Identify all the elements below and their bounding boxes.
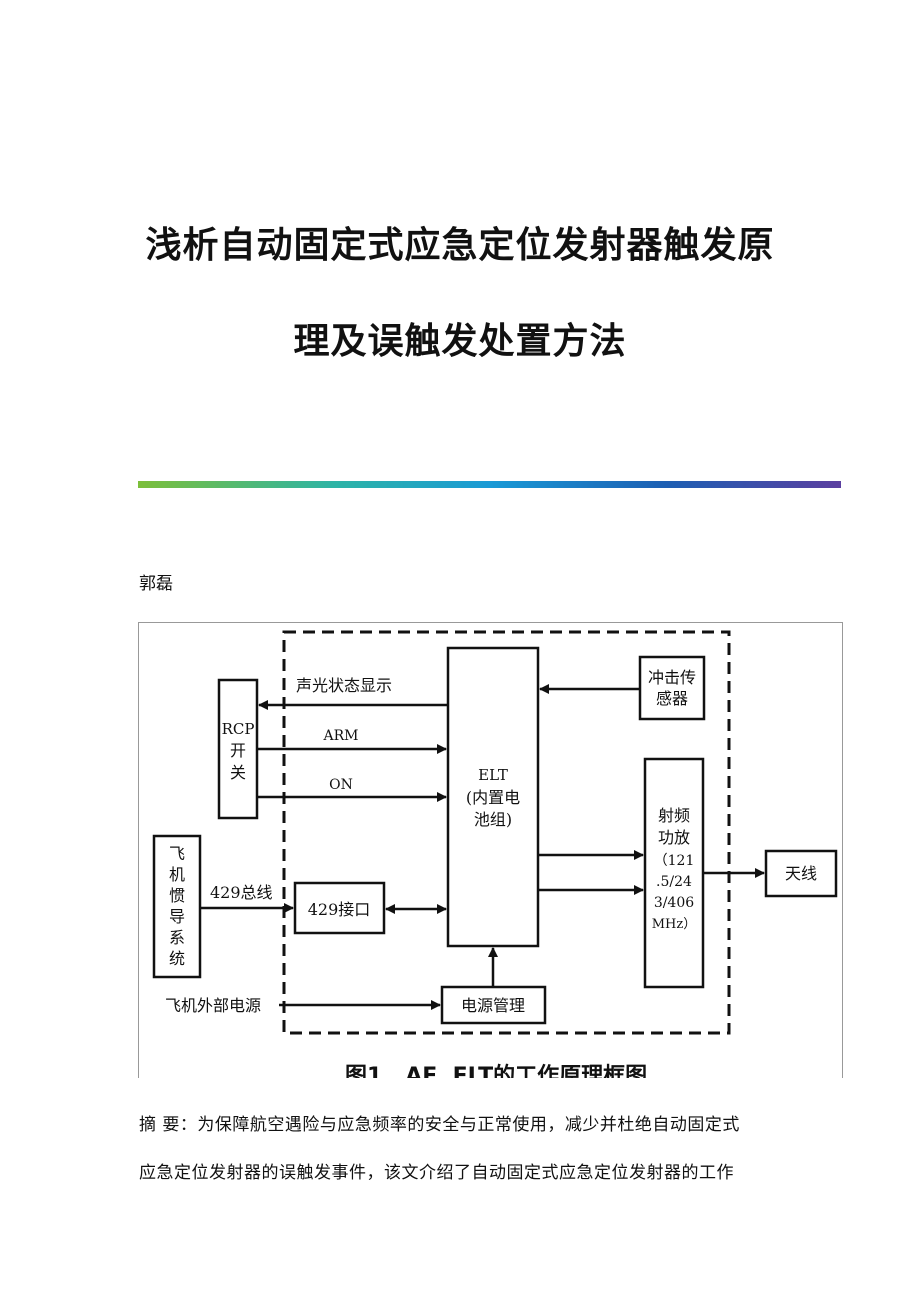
rf-amp-label-1: 射频 <box>658 806 690 825</box>
abstract-line-1: 摘 要：为保障航空遇险与应急频率的安全与正常使用，减少并杜绝自动固定式 <box>139 1115 740 1135</box>
rf-amp-label-2: 功放 <box>658 828 690 847</box>
interface-429-box <box>293 881 386 935</box>
rf-amp-label-6: MHz） <box>652 917 697 932</box>
ins-label-1: 飞 <box>169 844 185 863</box>
antenna-label: 天线 <box>785 864 817 883</box>
power-mgmt-label: 电源管理 <box>461 996 525 1015</box>
rf-amp-label-5: 3/406 <box>654 895 694 911</box>
rf-amp-box <box>643 757 705 989</box>
elt-dashed-boundary <box>282 630 731 1035</box>
elt-box <box>446 646 540 948</box>
bus-429-label: 429总线 <box>210 883 273 902</box>
antenna-box <box>764 849 838 898</box>
status-display-label: 声光状态显示 <box>296 676 392 695</box>
elt-label-2: (内置电 <box>466 788 520 807</box>
elt-label-1: ELT <box>478 766 508 784</box>
rf-amp-label-4: .5/24 <box>656 874 692 890</box>
gradient-divider <box>138 481 841 488</box>
ins-label-6: 统 <box>169 949 185 968</box>
ext-power-label: 飞机外部电源 <box>165 996 261 1015</box>
on-label: ON <box>329 777 353 793</box>
figure-caption: 图1 AF ELT的工作原理框图 <box>345 1063 647 1078</box>
shock-sensor-label-1: 冲击传 <box>648 668 696 687</box>
title-line-2: 理及误触发处置方法 <box>293 321 627 362</box>
arm-label: ARM <box>323 728 359 744</box>
elt-label-3: 池组) <box>474 810 512 829</box>
interface-429-label: 429接口 <box>308 900 371 919</box>
rf-amp-label-3: （121 <box>654 853 695 869</box>
ins-box <box>152 834 202 979</box>
ins-label-2: 机 <box>169 865 185 884</box>
ins-label-5: 系 <box>169 928 185 947</box>
author-name: 郭磊 <box>139 574 173 594</box>
rcp-label-2: 开 <box>230 741 246 760</box>
ins-label-4: 导 <box>169 907 185 926</box>
rcp-label-1: RCP <box>222 720 255 738</box>
ins-label-3: 惯 <box>169 886 185 905</box>
elt-block-diagram: RCP 开 关 声光状态显示 ARM ON ELT (内置电 池组) 冲击传 感… <box>138 622 843 1078</box>
shock-sensor-box <box>638 655 706 721</box>
shock-sensor-label-2: 感器 <box>656 689 688 708</box>
abstract-line-2: 应急定位发射器的误触发事件，该文介绍了自动固定式应急定位发射器的工作 <box>139 1163 734 1183</box>
title-line-1: 浅析自动固定式应急定位发射器触发原 <box>145 225 775 266</box>
rcp-label-3: 关 <box>230 763 246 782</box>
